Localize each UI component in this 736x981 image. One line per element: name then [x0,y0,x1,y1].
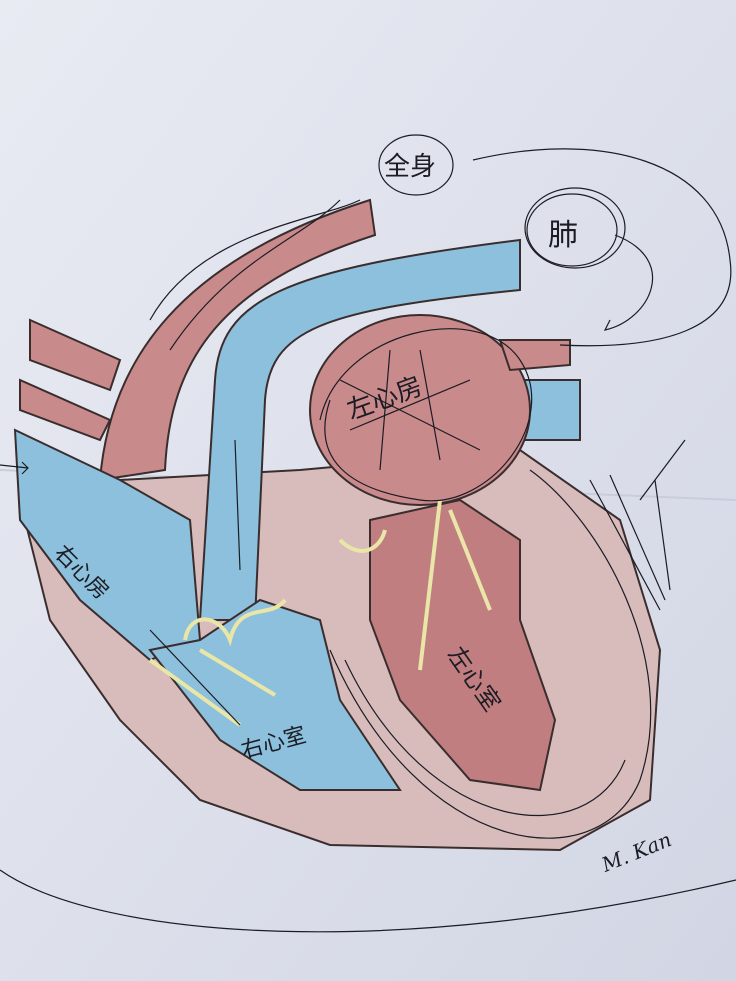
label-lungs: 肺 [548,218,578,253]
left-atrium [309,314,531,506]
arteries-left [19,318,122,442]
pulmonary-vein [498,339,571,372]
ink-annotations [0,134,736,933]
left-ventricle [369,498,557,792]
aorta [98,198,377,482]
valves [148,499,492,727]
label-whole-body: 全身 [384,152,437,182]
pulmonary-artery [198,238,521,621]
